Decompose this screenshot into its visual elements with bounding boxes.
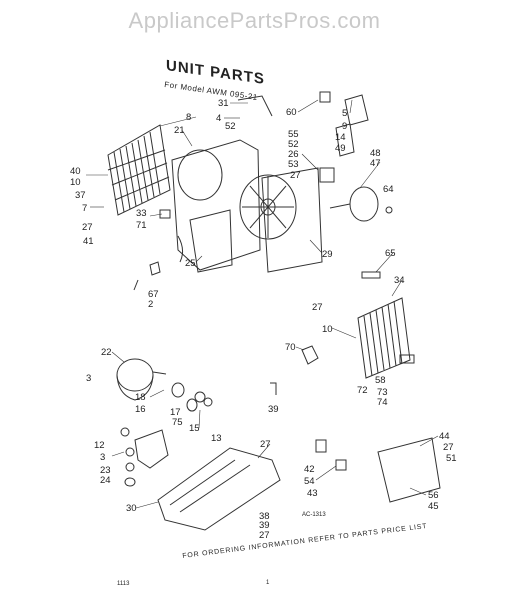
fan-shroud: [171, 139, 261, 273]
callout-41: 41: [83, 236, 94, 247]
diagram-code: AC-1313: [302, 512, 326, 518]
callout-53: 53: [288, 159, 299, 170]
callout-17: 17: [170, 407, 181, 418]
callout-75: 75: [172, 417, 183, 428]
callout-52-top: 52: [225, 121, 236, 132]
callout-26: 26: [288, 149, 299, 160]
callout-33: 33: [136, 208, 147, 219]
callout-18: 18: [135, 392, 146, 403]
callout-30: 30: [126, 503, 137, 514]
callout-31: 31: [218, 98, 229, 109]
orifice-panel: [261, 167, 323, 273]
callout-45: 45: [428, 501, 439, 512]
callout-48: 48: [370, 148, 381, 159]
callout-27-mid: 27: [312, 302, 323, 313]
callout-21: 21: [174, 125, 185, 136]
callout-55: 55: [288, 129, 299, 140]
fan-motor: [319, 167, 379, 222]
callout-70: 70: [285, 342, 296, 353]
callout-2: 2: [148, 299, 153, 310]
callout-3: 3: [100, 452, 105, 463]
evaporator-coil: [357, 297, 411, 379]
leader-lines: [86, 99, 439, 509]
callout-24: 24: [100, 475, 111, 486]
callout-72: 72: [357, 385, 368, 396]
callout-40: 40: [70, 166, 81, 177]
watermark: AppliancePartsPros.com: [128, 8, 381, 33]
callout-44: 44: [439, 431, 450, 442]
callout-labels: 31 4 52 8 21 60 5 9 14 49 48 47 55 52 26…: [70, 98, 457, 541]
callout-14: 14: [335, 132, 346, 143]
callout-60: 60: [286, 107, 297, 118]
control-bracket: [315, 437, 441, 503]
callout-34: 34: [394, 275, 405, 286]
callout-43: 43: [307, 488, 318, 499]
callout-42: 42: [304, 464, 315, 475]
corner-mark: 1113: [117, 581, 130, 587]
callout-64: 64: [383, 184, 394, 195]
callout-52: 52: [288, 139, 299, 150]
callout-39-top: 39: [268, 404, 279, 415]
callout-56: 56: [428, 490, 439, 501]
callout-65: 65: [385, 248, 396, 259]
compressor: [116, 358, 167, 401]
callout-47: 47: [370, 158, 381, 169]
condenser-coil: [107, 124, 171, 216]
callout-38: 38: [259, 511, 270, 522]
callout-27-left: 27: [82, 222, 93, 233]
callout-27-bottom: 27: [259, 530, 270, 541]
callout-12: 12: [94, 440, 105, 451]
callout-10: 10: [322, 324, 333, 335]
base-pan: [157, 447, 281, 531]
callout-10-left: 10: [70, 177, 81, 188]
callout-8: 8: [186, 112, 191, 123]
callout-74: 74: [377, 397, 388, 408]
callout-54: 54: [304, 476, 315, 487]
callout-29: 29: [322, 249, 333, 260]
callout-9: 9: [342, 121, 347, 132]
callout-23: 23: [100, 465, 111, 476]
callout-22: 22: [101, 347, 112, 358]
callout-27-base: 27: [260, 439, 271, 450]
callout-27-fan: 27: [290, 170, 301, 181]
callout-49: 49: [335, 143, 346, 154]
callout-67: 67: [148, 289, 159, 300]
callout-51: 51: [446, 453, 457, 464]
callout-3-top: 3: [86, 373, 91, 384]
callout-27-right: 27: [443, 442, 454, 453]
callout-4: 4: [216, 113, 221, 124]
callout-39: 39: [259, 520, 270, 531]
callout-37: 37: [75, 190, 86, 201]
callout-71: 71: [136, 220, 147, 231]
hardware-parts: [120, 91, 415, 487]
callout-5: 5: [342, 108, 347, 119]
callout-15: 15: [189, 423, 200, 434]
callout-7: 7: [82, 203, 87, 214]
compressor-mount-plate: [134, 429, 169, 469]
page-mark: 1: [266, 580, 271, 586]
callout-58: 58: [375, 375, 386, 386]
callout-16: 16: [135, 404, 146, 415]
callout-73: 73: [377, 387, 388, 398]
blower-fan: [239, 174, 297, 240]
callout-13: 13: [211, 433, 222, 444]
callout-25: 25: [185, 258, 196, 269]
